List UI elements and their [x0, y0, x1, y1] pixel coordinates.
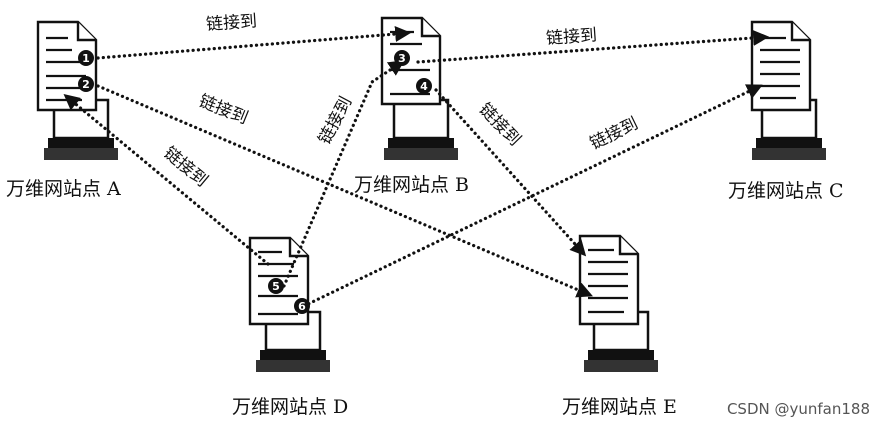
svg-text:5: 5 [272, 280, 280, 293]
link-label-a-b: 链接到 [205, 11, 257, 35]
document-c-icon [750, 20, 812, 112]
link-4-b-to-e [434, 88, 587, 257]
site-a-label: 万维网站点 A [6, 178, 121, 200]
badge-1: 1 [78, 50, 94, 66]
link-3-b-to-c [416, 29, 770, 64]
link-1-a-to-b [96, 26, 412, 60]
watermark: CSDN @yunfan188 [726, 400, 870, 418]
link-label-b-c: 链接到 [545, 25, 597, 49]
document-b-icon [380, 16, 442, 106]
badge-5: 5 [268, 278, 284, 294]
link-label-d-a: 链接到 [159, 143, 211, 191]
link-2-a-to-e [96, 84, 593, 298]
svg-text:2: 2 [82, 78, 90, 91]
svg-text:4: 4 [420, 80, 428, 93]
computer-b-icon [384, 98, 458, 160]
site-c-label: 万维网站点 C [728, 180, 844, 202]
svg-text:1: 1 [82, 52, 90, 65]
document-e-icon [578, 234, 640, 326]
badge-4: 4 [416, 78, 432, 94]
link-d-to-a [63, 93, 270, 266]
site-e-label: 万维网站点 E [562, 396, 677, 418]
link-6-d-to-c [302, 84, 763, 308]
badge-6: 6 [294, 298, 310, 314]
badge-2: 2 [78, 76, 94, 92]
site-d-label: 万维网站点 D [232, 396, 349, 418]
site-b-label: 万维网站点 B [354, 174, 470, 196]
link-5-d-to-b [282, 60, 405, 288]
link-label-a-e: 链接到 [196, 91, 251, 129]
link-label-d-b: 链接到 [315, 93, 357, 147]
svg-text:6: 6 [298, 300, 306, 313]
svg-text:3: 3 [398, 52, 406, 65]
badge-3: 3 [394, 50, 410, 66]
document-a-icon [36, 20, 98, 112]
